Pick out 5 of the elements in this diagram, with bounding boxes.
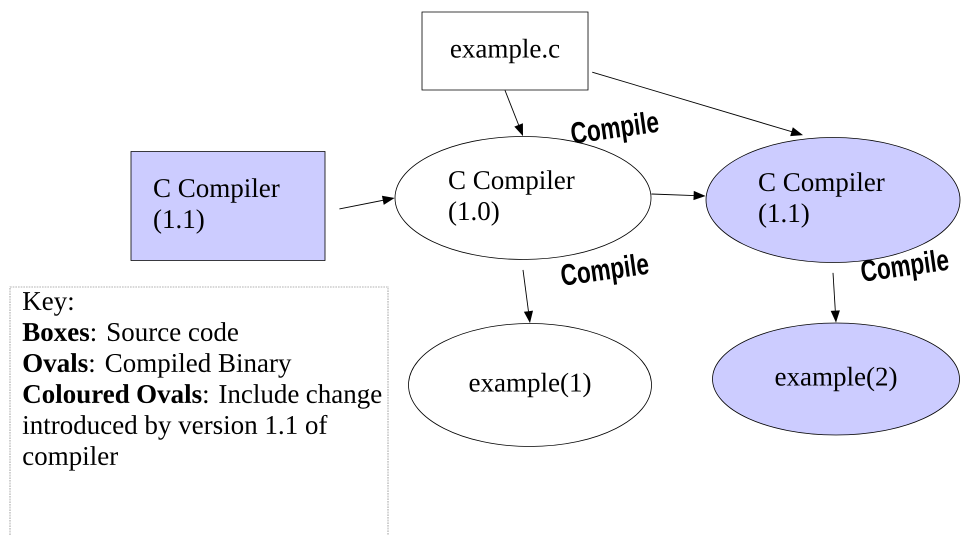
key-box: Key: Boxes: Source code Ovals: Compiled Binary Coloured Ovals: Include change introduced by version 1.1 of compiler — [10, 286, 388, 535]
binary-oval: example(1) — [408, 323, 652, 447]
binary-oval: example(2) — [712, 322, 960, 436]
source-box: C Compiler (1.1) — [130, 151, 326, 261]
source-box: example.c — [422, 12, 588, 90]
